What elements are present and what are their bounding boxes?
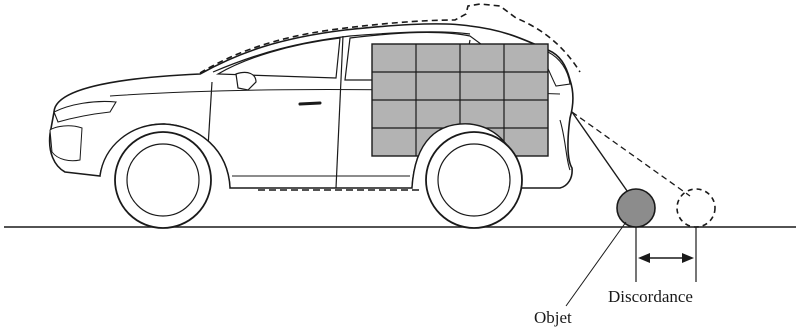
- discordance-arrowhead-left: [638, 253, 650, 263]
- actual-sensor-beam: [572, 112, 632, 198]
- discordance-arrowhead-right: [682, 253, 694, 263]
- front-grille: [50, 126, 82, 161]
- perceived-object-circle: [677, 189, 715, 227]
- object-label: Objet: [534, 308, 572, 327]
- object-circle: [617, 189, 655, 227]
- front-rim: [127, 144, 199, 216]
- front-door-handle: [300, 103, 320, 104]
- shifted-sensor-beam: [572, 112, 690, 196]
- discordance-label: Discordance: [608, 287, 693, 306]
- rear-rim: [438, 144, 510, 216]
